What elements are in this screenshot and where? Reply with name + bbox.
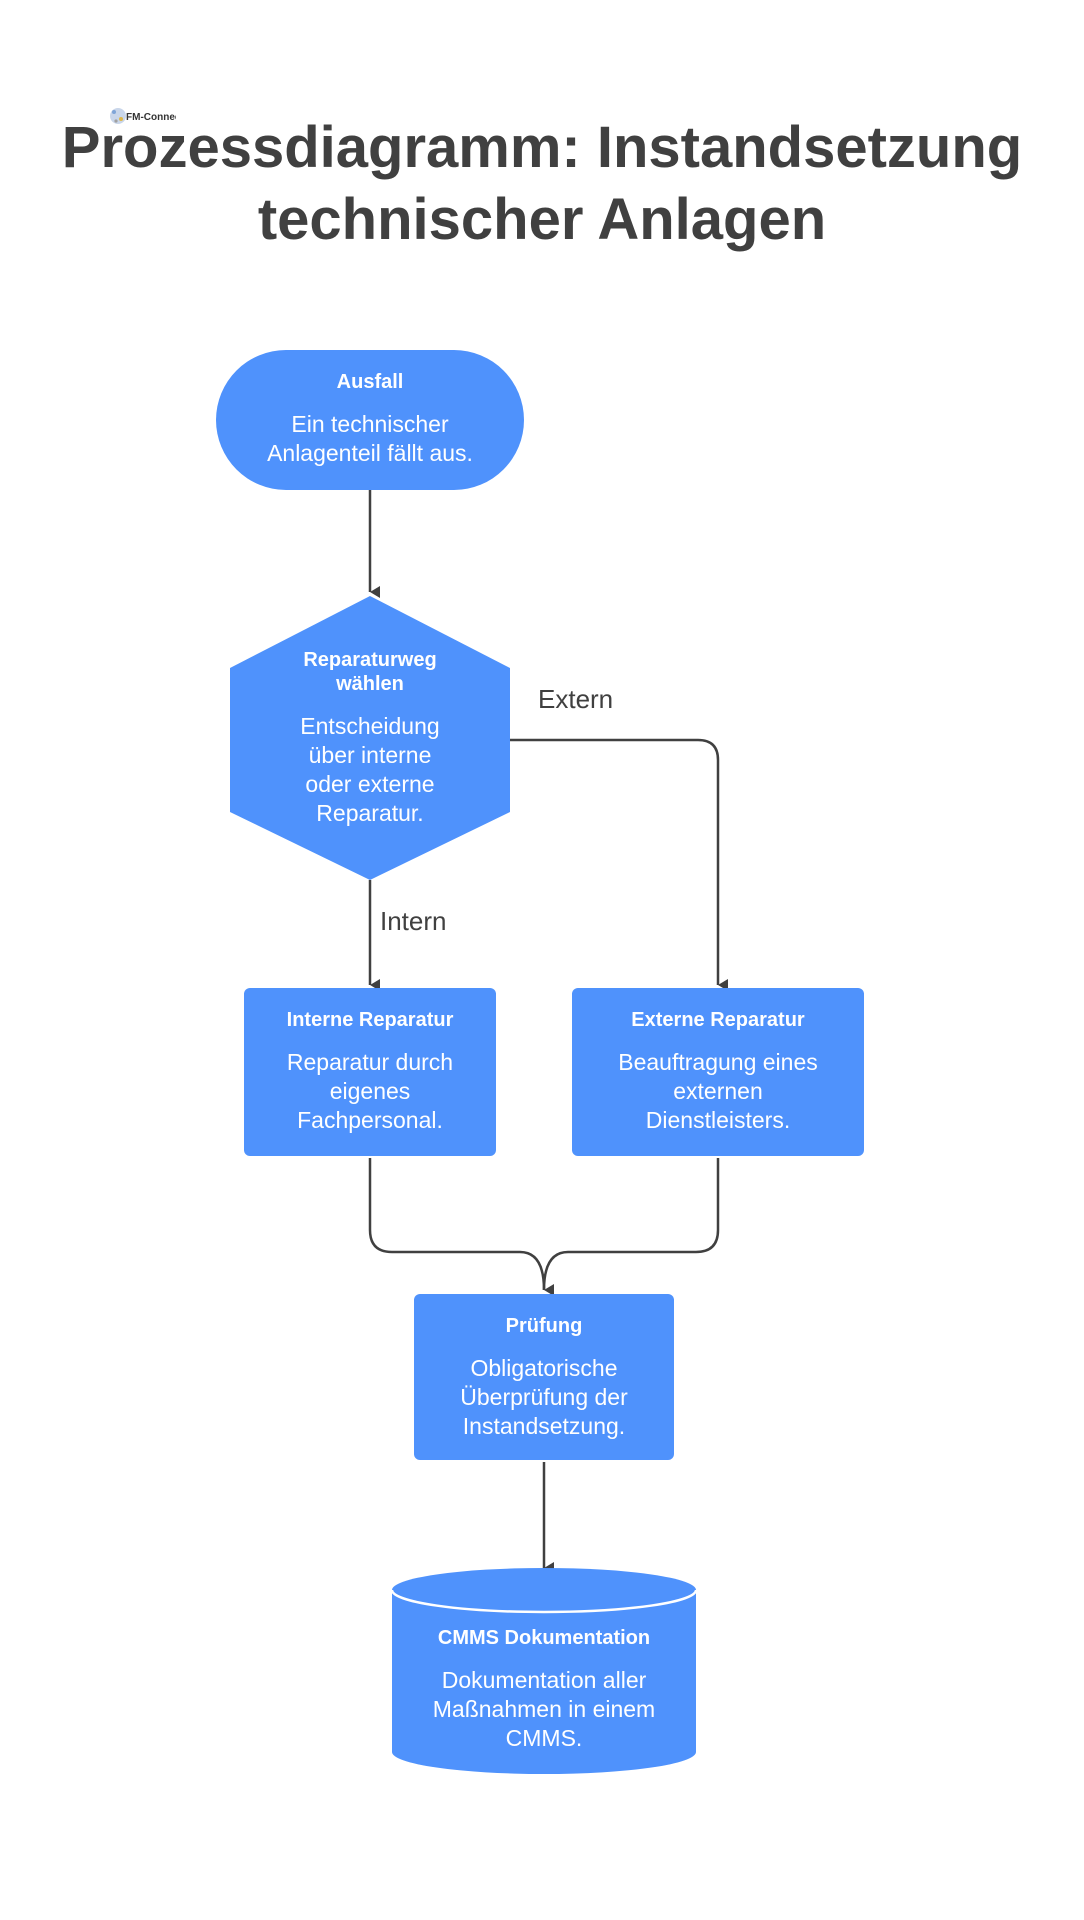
node-reparaturweg-title: Reparaturweg wählen (303, 649, 437, 695)
node-ausfall-description: Ein technischer Anlagenteil fällt aus. (267, 411, 473, 466)
edge-label-intern: Intern (380, 906, 447, 936)
node-pruefung: Prüfung Obligatorische Überprüfung der I… (424, 1314, 664, 1441)
node-cmms-shape (390, 1568, 698, 1774)
node-ausfall-shape (216, 350, 524, 490)
node-extern: Externe Reparatur Beauftragung eines ext… (582, 1008, 854, 1135)
node-cmms-title: CMMS Dokumentation (437, 1627, 651, 1649)
logo-text: FM-Connect.com (126, 112, 176, 123)
node-extern-shape (572, 988, 864, 1156)
page-title: Prozessdiagramm: Instandsetzung technisc… (61, 115, 1023, 252)
node-reparaturweg: Reparaturweg wählen Entscheidung über in… (270, 648, 470, 828)
node-cmms-description: Dokumentation aller Maßnahmen in einem C… (432, 1667, 656, 1751)
node-cmms: CMMS Dokumentation Dokumentation aller M… (402, 1626, 686, 1753)
edge-intern-to-pruefung (368, 1158, 555, 1296)
node-ausfall-title: Ausfall (336, 371, 404, 393)
node-reparaturweg-description: Entscheidung über interne oder externe R… (300, 713, 440, 826)
node-intern-title: Interne Reparatur (286, 1009, 454, 1031)
node-intern-description: Reparatur durch eigenes Fachpersonal. (286, 1049, 454, 1133)
node-pruefung-title: Prüfung (505, 1315, 583, 1337)
node-pruefung-description: Obligatorische Überprüfung der Instandse… (460, 1355, 628, 1439)
fm-connect-logo-icon: FM-Connect.com (110, 108, 176, 124)
node-intern: Interne Reparatur Reparatur durch eigene… (254, 1008, 486, 1135)
edge-label-extern: Extern (538, 684, 614, 714)
edge-reparaturweg-extern (510, 738, 728, 991)
node-intern-shape (244, 988, 496, 1156)
edge-extern-to-pruefung (542, 1158, 720, 1291)
node-ausfall: Ausfall Ein technischer Anlagenteil fäll… (226, 370, 514, 468)
node-extern-description: Beauftragung eines externen Dienstleiste… (618, 1049, 818, 1133)
node-extern-title: Externe Reparatur (631, 1009, 805, 1031)
node-reparaturweg-shape (230, 596, 510, 880)
node-pruefung-shape (414, 1294, 674, 1460)
